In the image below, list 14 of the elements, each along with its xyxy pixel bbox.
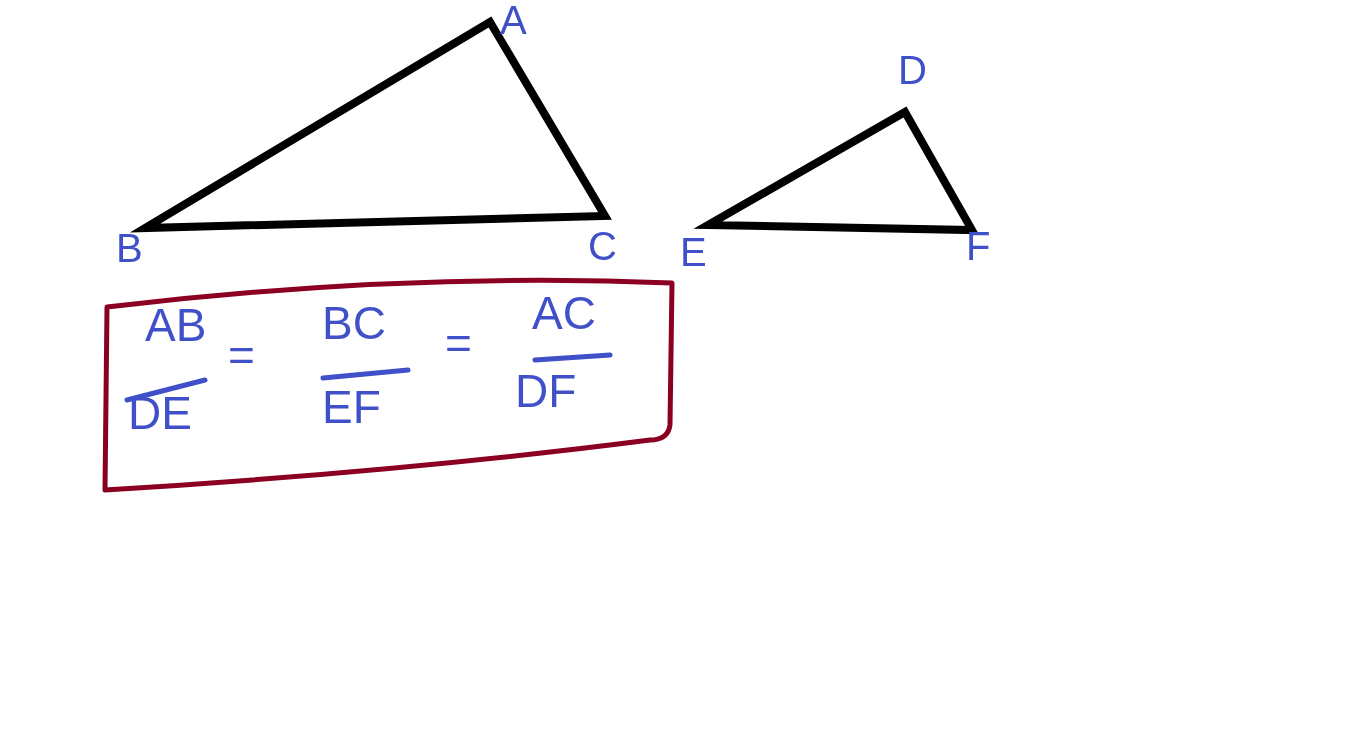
vertex-label: D	[898, 50, 927, 90]
vertex-label: A	[500, 0, 527, 40]
formula-text: =	[445, 320, 472, 366]
formula-text: AC	[532, 290, 596, 336]
vertex-label: C	[588, 226, 617, 266]
vertex-label: B	[116, 228, 143, 268]
vertex-label: E	[680, 232, 707, 272]
formula-text: =	[228, 332, 255, 378]
formula-text: DE	[128, 390, 192, 436]
formula-text: AB	[145, 302, 207, 348]
formula-text: EF	[322, 384, 381, 430]
formula-text: BC	[322, 300, 386, 346]
formula-text: DF	[515, 368, 577, 414]
vertex-label: F	[966, 226, 991, 266]
